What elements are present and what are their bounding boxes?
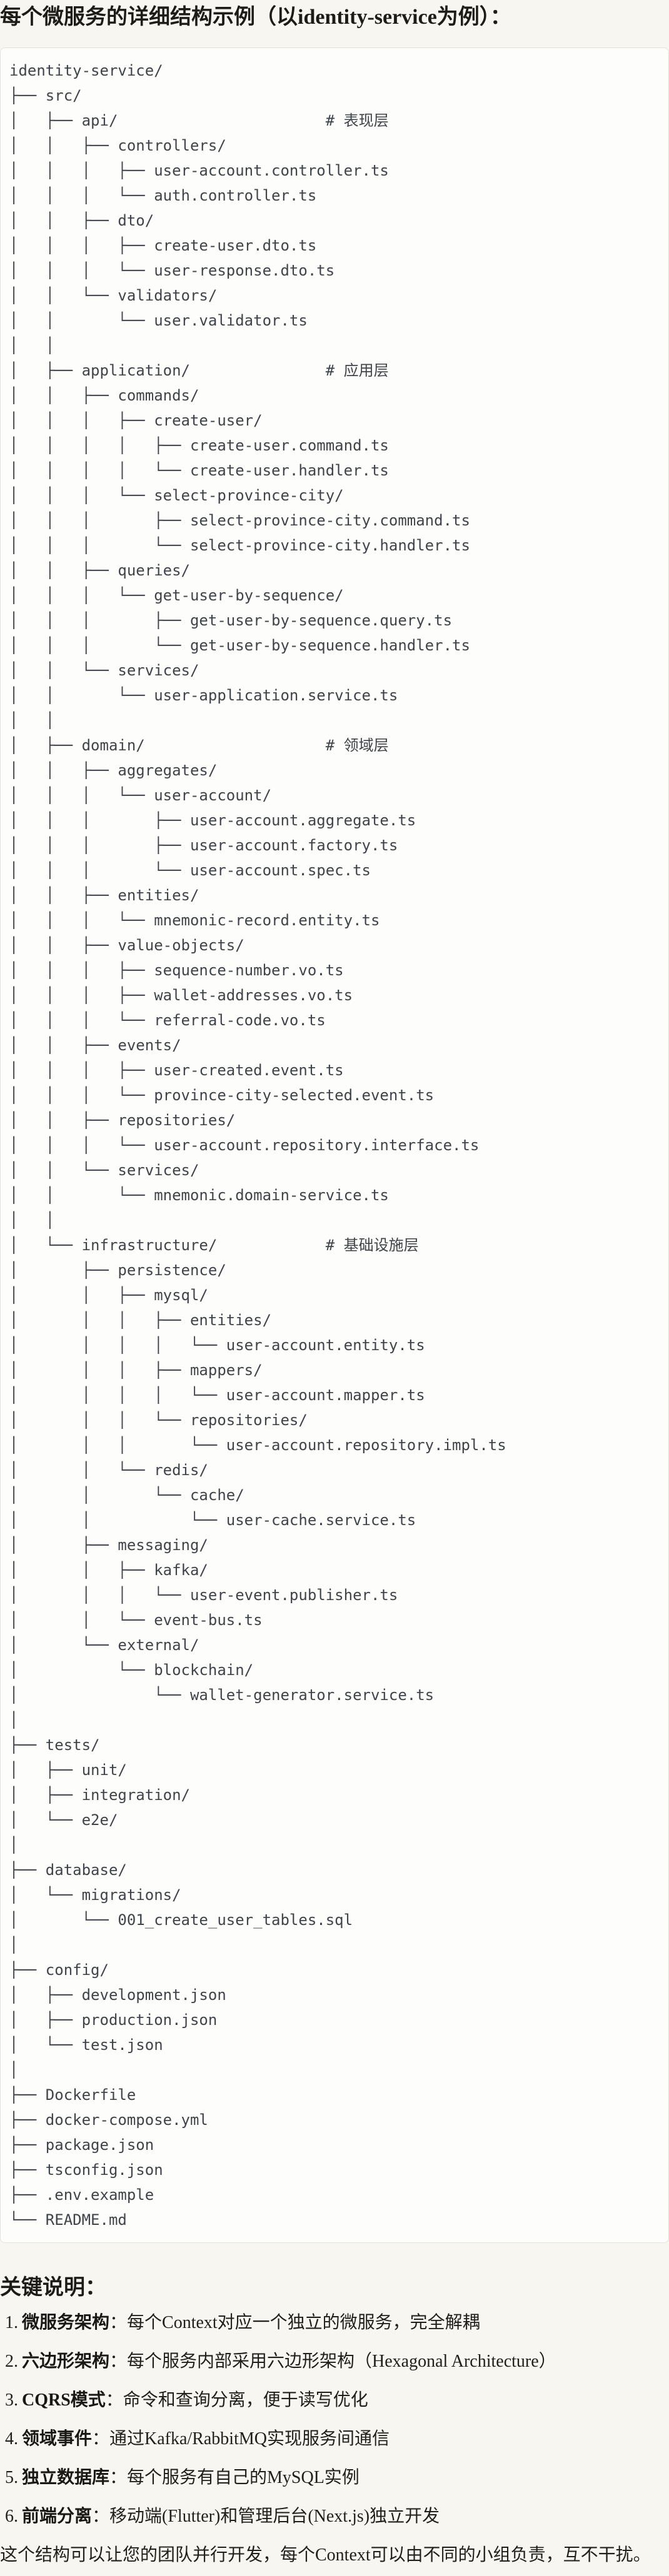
note-label: 领域事件 <box>22 2429 93 2449</box>
note-item: 3.CQRS模式：命令和查询分离，便于读写优化 <box>5 2388 669 2412</box>
note-label: 前端分离 <box>22 2507 93 2526</box>
note-number: 6. <box>5 2507 18 2526</box>
note-number: 1. <box>5 2313 18 2332</box>
note-text: ：每个服务内部采用六边形架构（Hexagonal Architecture） <box>109 2352 556 2371</box>
note-number: 5. <box>5 2468 18 2487</box>
note-label: 微服务架构 <box>22 2313 110 2332</box>
page-title: 每个微服务的详细结构示例（以identity-service为例）： <box>0 6 511 29</box>
note-number: 4. <box>5 2429 18 2449</box>
note-item: 4.领域事件：通过Kafka/RabbitMQ实现服务间通信 <box>5 2427 669 2451</box>
note-number: 3. <box>5 2390 18 2410</box>
note-item: 5.独立数据库：每个服务有自己的MySQL实例 <box>5 2465 669 2490</box>
note-text: ：每个Context对应一个独立的微服务，完全解耦 <box>109 2313 480 2332</box>
note-text: ：移动端(Flutter)和管理后台(Next.js)独立开发 <box>92 2507 440 2526</box>
note-text: ：通过Kafka/RabbitMQ实现服务间通信 <box>92 2429 390 2449</box>
note-item: 2.六边形架构：每个服务内部采用六边形架构（Hexagonal Architec… <box>5 2349 669 2374</box>
document-page: 每个微服务的详细结构示例（以identity-service为例）： ident… <box>0 4 669 2568</box>
directory-tree: identity-service/ ├── src/ │ ├── api/ # … <box>9 62 506 2229</box>
note-label: 六边形架构 <box>22 2352 110 2371</box>
code-block: identity-service/ ├── src/ │ ├── api/ # … <box>0 47 669 2243</box>
note-text: ：每个服务有自己的MySQL实例 <box>109 2468 360 2487</box>
note-number: 2. <box>5 2352 18 2371</box>
note-item: 1.微服务架构：每个Context对应一个独立的微服务，完全解耦 <box>5 2310 669 2335</box>
notes-list: 1.微服务架构：每个Context对应一个独立的微服务，完全解耦 2.六边形架构… <box>0 2310 669 2529</box>
note-text: ：命令和查询分离，便于读写优化 <box>105 2390 368 2410</box>
footer-paragraph: 这个结构可以让您的团队并行开发，每个Context可以由不同的小组负责，互不干扰… <box>0 2545 651 2565</box>
notes-heading: 关键说明： <box>0 2276 106 2299</box>
note-item: 6.前端分离：移动端(Flutter)和管理后台(Next.js)独立开发 <box>5 2504 669 2529</box>
note-label: 独立数据库 <box>22 2468 110 2487</box>
note-label: CQRS模式 <box>22 2390 106 2410</box>
